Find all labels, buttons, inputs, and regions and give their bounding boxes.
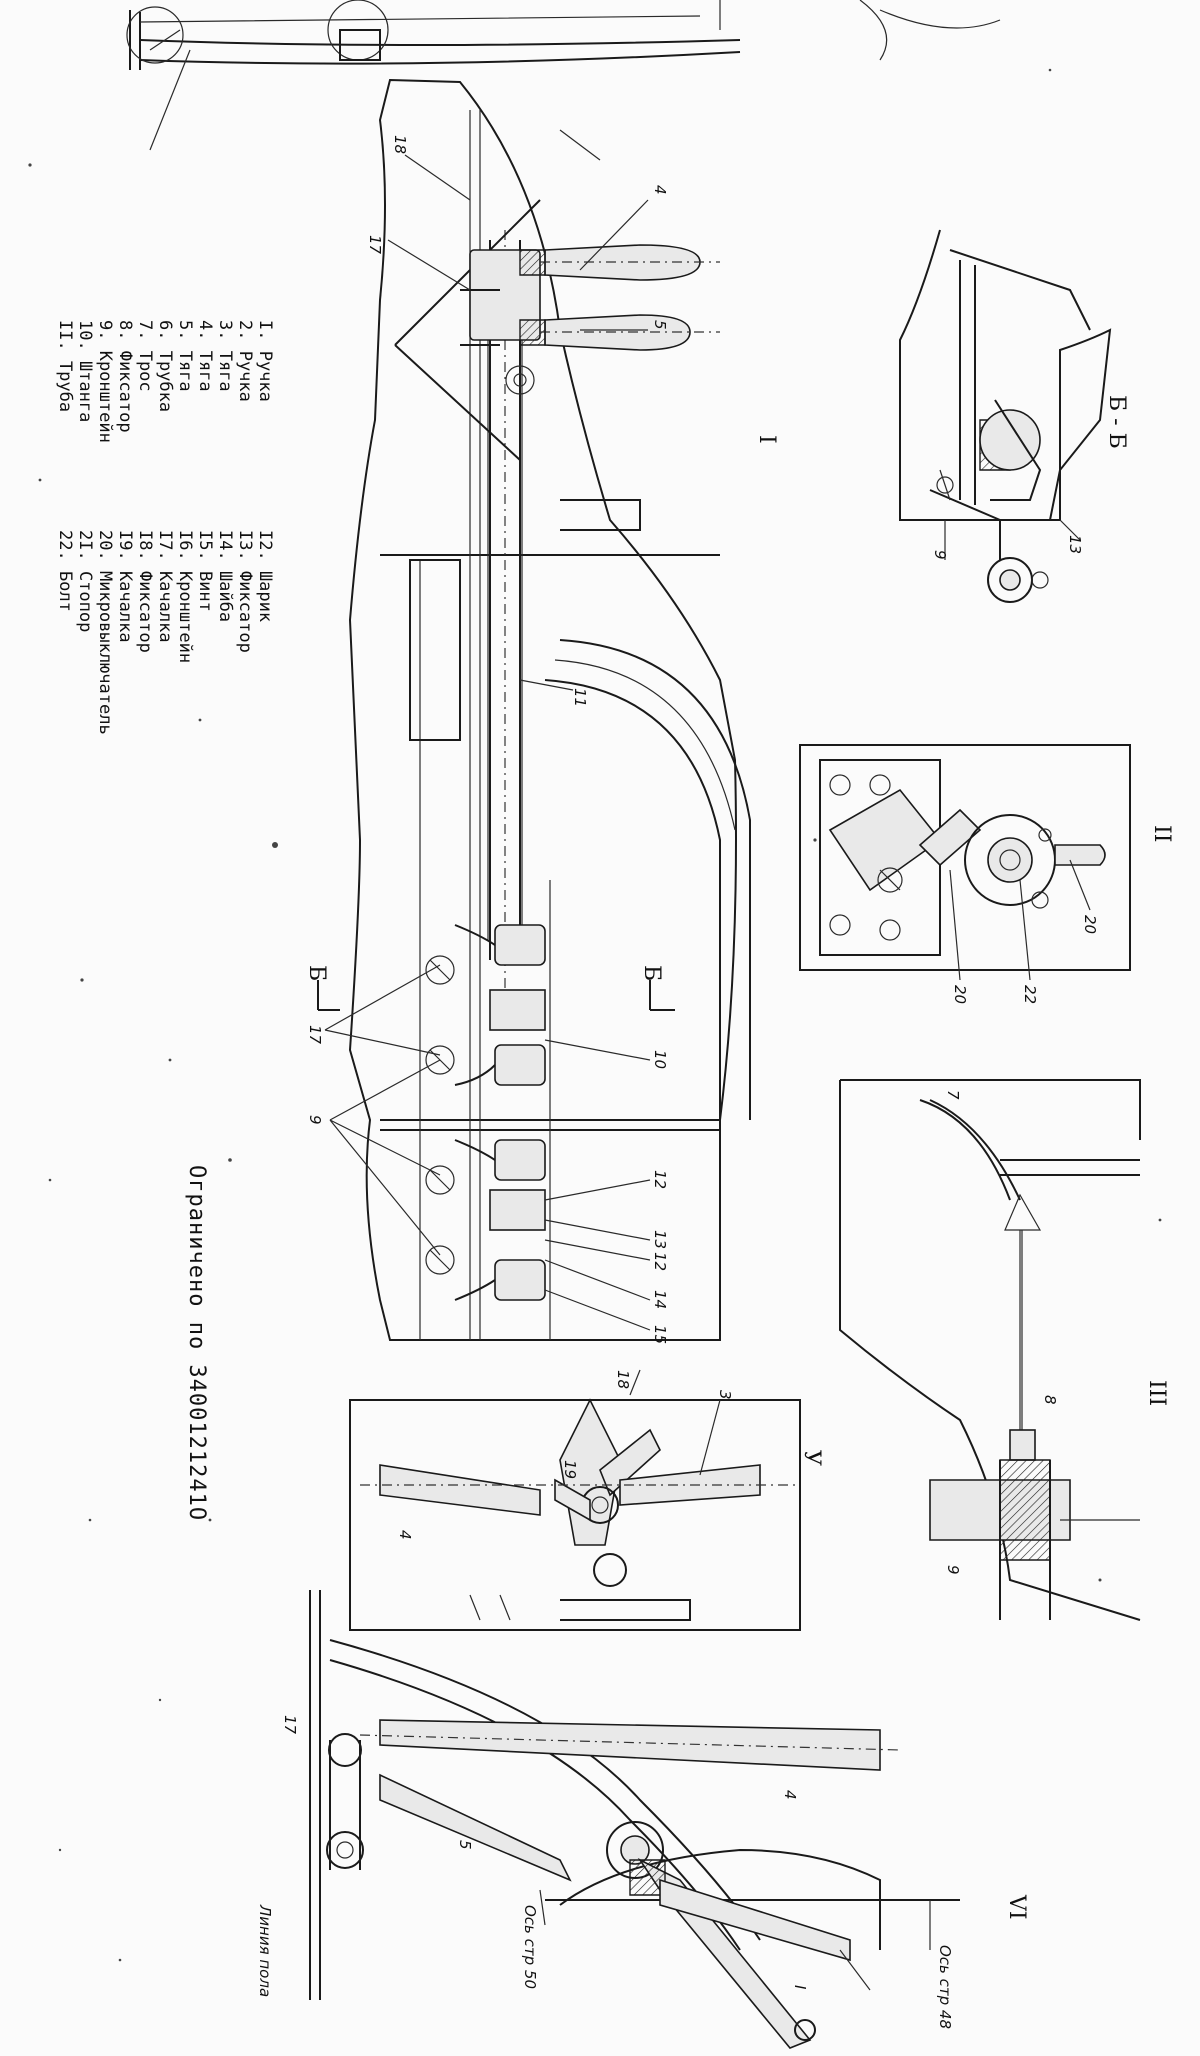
callout-16-lower: 17 (306, 1025, 324, 1045)
view-iii: III 7 8 9 (839, 1079, 1169, 1621)
legend-item: 8. Фиксатор (115, 320, 135, 433)
legend-item: 20. Микровыключатель (95, 530, 115, 735)
parts-legend: I. Ручка 2. Ручка 3. Тяга 4. Тяга 5. Тяг… (55, 320, 275, 735)
cut-marker-b-right: Б (639, 965, 664, 981)
section-b-b: Б - Б 13 9 (899, 229, 1129, 603)
section-label-b-b: Б - Б (1104, 395, 1129, 449)
callout-20: 20 (951, 985, 969, 1004)
callout-4-v: 4 (396, 1530, 414, 1540)
callout-10-main: 10 (651, 1050, 669, 1069)
legend-item: II. Труба (55, 320, 75, 412)
view-v: У 18 3 19 4 (349, 1369, 824, 1631)
callout-14-main: 14 (651, 1290, 669, 1309)
callout-1: I (791, 1985, 809, 1990)
callout-5-main: 5 (651, 320, 669, 330)
callout-12-main: 12 (651, 1170, 669, 1189)
floor-line-label: Линия пола (256, 1904, 274, 1997)
main-view-i: Б Б I (304, 78, 779, 1341)
callout-13-main: 13 (651, 1230, 669, 1249)
view-label-ii: II (1149, 825, 1174, 842)
legend-item: 6. Трубка (155, 320, 175, 412)
legend-item: 5. Тяга (175, 320, 195, 392)
view-ii: II 20 22 20 (799, 744, 1174, 1004)
legend-item: 10. Штанга (75, 320, 95, 422)
view-label-iii: III (1144, 1380, 1169, 1406)
legend-item: 9. Кронштейн (95, 320, 115, 443)
legend-item: I3. Фиксатор (235, 530, 255, 653)
legend-item: 7. Трос (135, 320, 155, 392)
legend-left-column: I. Ручка 2. Ручка 3. Тяга 4. Тяга 5. Тяг… (55, 320, 275, 443)
legend-right-column: I2. Шарик I3. Фиксатор I4. Шайба I5. Вин… (55, 530, 275, 735)
callout-7-cable: 8 (1041, 1395, 1059, 1405)
view-label-v: У (799, 1450, 824, 1466)
axis-50-label: Ось стр 50 (521, 1905, 539, 1989)
top-strip-view (126, 0, 1001, 151)
callout-6-cable: 7 (944, 1090, 962, 1100)
callout-22: 22 (1021, 985, 1039, 1004)
legend-item: I6. Кронштейн (175, 530, 195, 663)
callout-3: 3 (716, 1390, 734, 1400)
view-label-i: I (754, 435, 779, 444)
callout-9-lower: 9 (306, 1115, 324, 1125)
axis-48-label: Ось стр 48 (936, 1945, 954, 2029)
callout-16-main: 17 (366, 235, 384, 255)
callout-9-section: 9 (931, 550, 949, 560)
legend-item: 2. Ручка (235, 320, 255, 402)
legend-item: I4. Шайба (215, 530, 235, 622)
callout-17-main: 18 (391, 135, 409, 154)
legend-item: 4. Тяга (195, 320, 215, 392)
legend-item: 2I. Стопор (75, 530, 95, 632)
view-vi: VI 17 5 4 I Линия пола Ось стр 50 Ось ст… (256, 1590, 1029, 2049)
callout-5-vi: 5 (456, 1840, 474, 1850)
callout-15-main: 15 (651, 1325, 669, 1344)
legend-item: I. Ручка (255, 320, 275, 402)
legend-item: I7. Качалка (155, 530, 175, 643)
legend-item: I8. Фиксатор (135, 530, 155, 653)
legend-item: I5. Винт (195, 530, 215, 612)
restriction-note: Ограничено по 3400121241О (184, 1165, 209, 1521)
cut-marker-b-left: Б (304, 965, 329, 981)
callout-18: 18 (614, 1370, 632, 1389)
callout-19: 19 (561, 1460, 579, 1479)
view-label-vi: VI (1004, 1894, 1029, 1920)
callout-4-vi: 4 (781, 1790, 799, 1800)
bracket-group-lower (425, 924, 546, 1301)
legend-item: I2. Шарик (255, 530, 275, 622)
callout-13-section: 13 (1066, 535, 1084, 554)
callout-4-main: 4 (651, 185, 669, 195)
callout-8-cable: 9 (944, 1565, 962, 1575)
scan-specks (28, 68, 1162, 1962)
callout-21: 20 (1081, 915, 1099, 934)
legend-item: 3. Тяга (215, 320, 235, 392)
callout-11-main: 11 (571, 688, 589, 707)
main-view-leaders (324, 154, 651, 1331)
legend-item: I9. Качалка (115, 530, 135, 643)
callout-12b-main: 12 (651, 1252, 669, 1271)
main-view-callouts: 18 17 4 5 11 17 9 10 12 13 12 14 15 (306, 135, 669, 1344)
callout-17-vi: 17 (281, 1715, 299, 1735)
legend-item: 22. Болт (55, 530, 75, 612)
